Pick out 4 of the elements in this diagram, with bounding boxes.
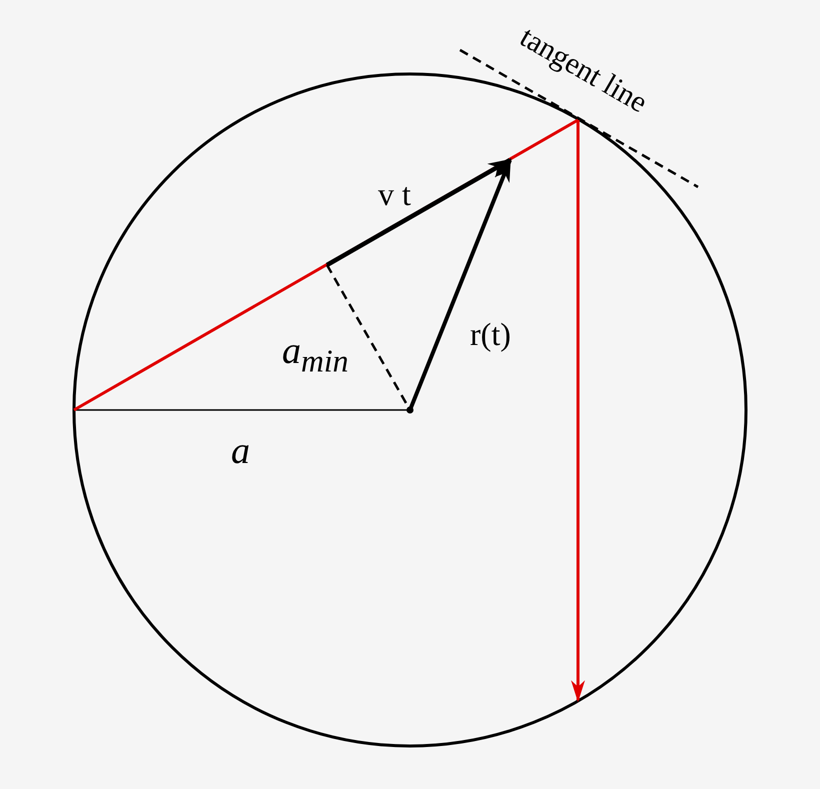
vector-label: r(t): [470, 318, 511, 350]
distance-label: a: [231, 432, 250, 470]
distance-label: a$_{min}$: [282, 332, 348, 378]
vector-label: v t: [378, 178, 411, 210]
